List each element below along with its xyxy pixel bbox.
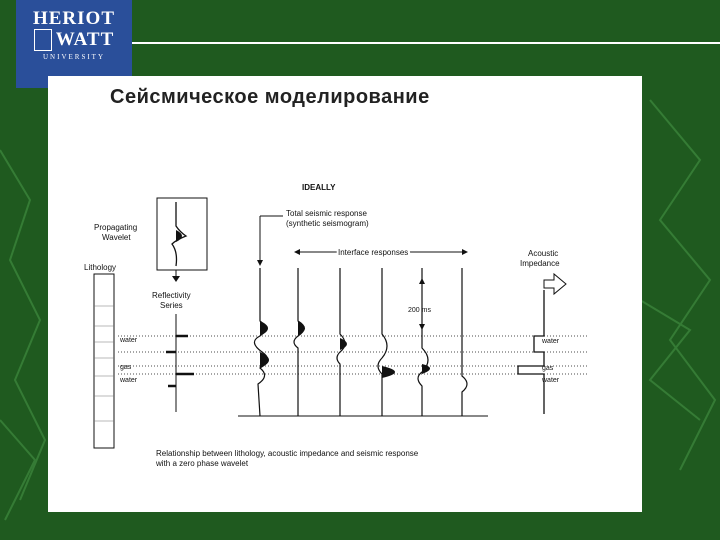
interface-responses-label: Interface responses [338, 248, 408, 257]
lithology-texture [94, 305, 114, 422]
trace-5 [461, 268, 468, 416]
fill-2 [340, 338, 347, 350]
layer-right-water-bottom: water [541, 377, 560, 384]
fill-4 [422, 364, 430, 374]
bracket-arrow-left [294, 249, 300, 255]
caption-line-2: with a zero phase wavelet [155, 459, 249, 468]
lithology-label: Lithology [84, 263, 116, 272]
slide-content: Сейсмическое моделирование IDEALLY Propa… [48, 76, 642, 512]
layer-left-gas: gas [120, 364, 132, 371]
layer-right-gas: gas [542, 365, 554, 372]
layer-left-water-bottom: water [119, 377, 138, 384]
reflectivity-spikes [166, 334, 194, 388]
total-response-arrow [257, 260, 263, 266]
header-divider [132, 42, 720, 44]
fill-total-1 [260, 321, 268, 336]
fill-3 [382, 366, 395, 378]
trace-2 [336, 268, 346, 416]
trace-fills [260, 321, 430, 378]
slide-title: Сейсмическое моделирование [110, 86, 430, 108]
diagram-heading: IDEALLY [302, 183, 336, 192]
layer-left-water-top: water [119, 337, 138, 344]
seismic-diagram: IDEALLY Propagating Wavelet Lithology wa… [84, 183, 588, 468]
layer-right-water-top: water [541, 338, 560, 345]
interface-dotted-lines [118, 335, 588, 375]
time-scale-arrow-up [419, 278, 425, 284]
acoustic-impedance-label-2: Impedance [520, 259, 560, 268]
university-logo: HERIOT WATT UNIVERSITY [16, 0, 132, 88]
bracket-arrow-right [462, 249, 468, 255]
propagating-wavelet-label-1: Propagating [94, 223, 137, 232]
time-scale-label: 200 ms [408, 307, 431, 314]
trace-4 [417, 268, 429, 416]
time-scale-arrow-down [419, 324, 425, 330]
fill-1 [298, 321, 305, 336]
wavelet-arrow-head [172, 276, 180, 282]
trace-1 [293, 268, 305, 416]
logo-line1: HERIOT [32, 8, 116, 29]
seismic-traces [253, 268, 468, 417]
caption-line-1: Relationship between lithology, acoustic… [156, 449, 419, 458]
crest-icon [33, 29, 52, 51]
lithology-column [93, 273, 115, 449]
wavelet-fill [176, 230, 182, 242]
total-response-label-1: Total seismic response [286, 209, 367, 218]
propagating-wavelet-label-2: Wavelet [102, 233, 131, 242]
reflectivity-label-1: Reflectivity [152, 291, 191, 300]
logo-line2: WATT [55, 29, 115, 50]
acoustic-impedance-label-1: Acoustic [528, 249, 558, 258]
total-response-label-2: (synthetic seismogram) [286, 219, 369, 228]
logo-line3: UNIVERSITY [43, 53, 105, 61]
reflectivity-label-2: Series [160, 301, 183, 310]
wavelet-box [156, 197, 208, 271]
trace-total [253, 268, 269, 417]
trace-3 [377, 268, 388, 416]
impedance-log [517, 290, 545, 414]
fill-total-2 [260, 352, 269, 368]
impedance-arrow-icon [543, 272, 567, 296]
